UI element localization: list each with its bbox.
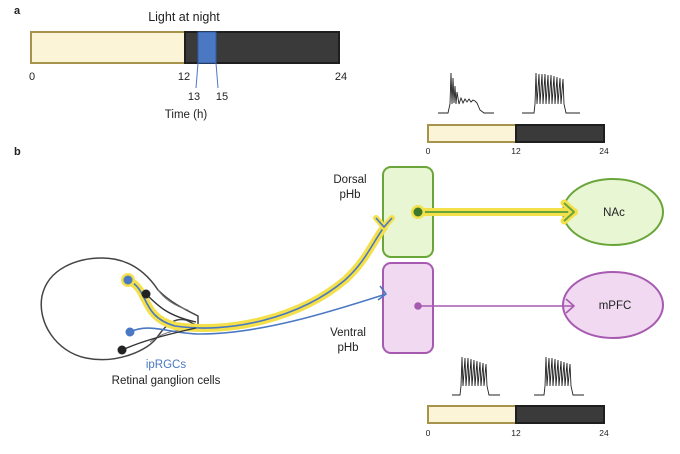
tick-13: 13 xyxy=(188,91,200,103)
spike-trace-ventral-dark xyxy=(534,356,584,396)
top-timeline xyxy=(427,124,605,143)
top-light-bar xyxy=(427,124,517,143)
top-tick-24: 24 xyxy=(599,146,609,156)
iprgc-soma-top xyxy=(123,275,133,285)
dorsal-label-line1: Dorsal xyxy=(333,174,366,186)
bottom-tick-12: 12 xyxy=(511,428,521,438)
spike-trace-dorsal-light xyxy=(438,72,494,114)
ventral-to-mpfc-projection xyxy=(414,298,575,314)
dorsal-spike-traces xyxy=(438,72,580,114)
tick-24: 24 xyxy=(335,71,347,83)
bottom-dark-bar xyxy=(515,405,605,424)
top-tick-12: 12 xyxy=(511,146,521,156)
bottom-tick-0: 0 xyxy=(426,428,431,438)
mpfc-region xyxy=(562,271,664,339)
dorsal-soma xyxy=(413,207,423,217)
dorsal-to-nac-projection xyxy=(411,199,578,225)
pulse-start-marker xyxy=(195,62,199,89)
eye xyxy=(40,257,199,361)
panel-a-timeline xyxy=(30,31,340,89)
ventral-label-line2: pHb xyxy=(337,342,358,354)
tick-0: 0 xyxy=(29,71,35,83)
tick-15: 15 xyxy=(216,91,228,103)
conventional-rgcs xyxy=(117,289,197,355)
ventral-spike-traces xyxy=(452,356,584,396)
mpfc-label: mPFC xyxy=(599,300,632,312)
bottom-timeline xyxy=(427,405,605,424)
rgc-soma-top xyxy=(141,289,151,299)
light-pulse-bar xyxy=(197,31,217,64)
ventral-label-line1: Ventral xyxy=(330,327,366,339)
spike-trace-dorsal-dark xyxy=(522,72,580,114)
iprgc-soma-bottom xyxy=(125,327,135,337)
panel-b-label: b xyxy=(14,146,21,158)
bottom-tick-24: 24 xyxy=(599,428,609,438)
tick-12: 12 xyxy=(178,71,190,83)
panel-a-title: Light at night xyxy=(148,10,220,24)
iprgc-label: ipRGCs xyxy=(146,359,187,371)
top-tick-0: 0 xyxy=(426,146,431,156)
spike-trace-ventral-light xyxy=(452,356,500,396)
ventral-phb-box xyxy=(382,262,434,354)
ventral-soma xyxy=(414,302,422,310)
bottom-light-bar xyxy=(427,405,517,424)
light-period-bar xyxy=(30,31,186,64)
pulse-end-marker xyxy=(215,62,219,89)
rgc-soma-bottom xyxy=(117,345,127,355)
iprgc-ventral-tract xyxy=(125,285,387,337)
axis-label: Time (h) xyxy=(165,109,208,121)
iprgc-dorsal-tract xyxy=(121,215,395,332)
dorsal-label-line2: pHb xyxy=(339,189,360,201)
rgc-label: Retinal ganglion cells xyxy=(112,375,221,387)
nac-label: NAc xyxy=(603,207,625,219)
top-dark-bar xyxy=(515,124,605,143)
panel-a-label: a xyxy=(14,5,21,17)
